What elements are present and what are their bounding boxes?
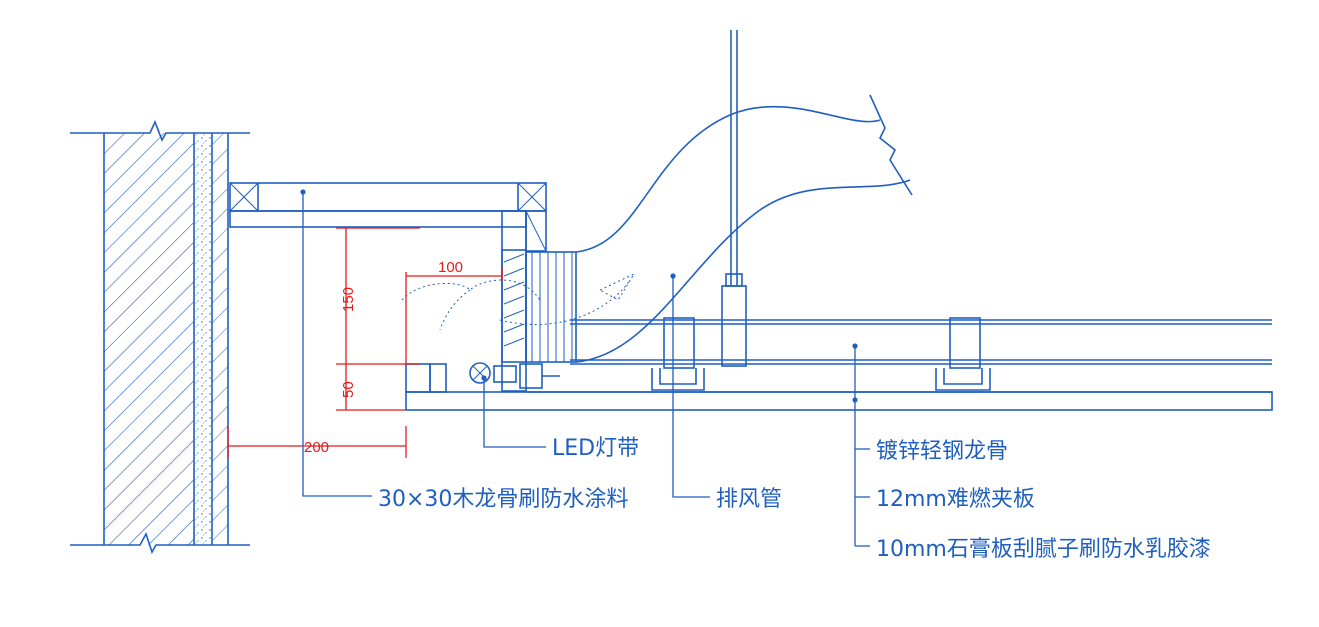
exhaust-grille [501,249,527,363]
label-steel-keel: 镀锌轻钢龙骨 [876,439,1008,464]
label-wood-keel: 30×30木龙骨刷防水涂料 [378,487,628,512]
label-exhaust-duct: 排风管 [716,487,782,512]
dim-150: 150 [340,287,357,312]
exhaust-duct [525,94,913,363]
dim-200: 200 [304,439,329,456]
wall-plaster-layer [194,133,229,545]
dim-100: 100 [438,259,463,276]
dimension-lines [227,227,503,458]
led-strip-fixture [469,362,560,389]
label-10mm-gypsum: 10mm石膏板刮腻子刷防水乳胶漆 [876,537,1211,562]
concrete-wall [70,119,250,554]
wood-keel-frame [229,182,547,393]
steel-keel-system [570,30,1272,391]
gypsum-board-ceiling [405,391,1273,411]
label-led-strip: LED灯带 [552,436,639,461]
airflow-arrows [401,272,636,331]
label-12mm-board: 12mm难燃夹板 [876,487,1035,512]
leader-lines [300,189,870,547]
dim-50: 50 [340,381,357,398]
